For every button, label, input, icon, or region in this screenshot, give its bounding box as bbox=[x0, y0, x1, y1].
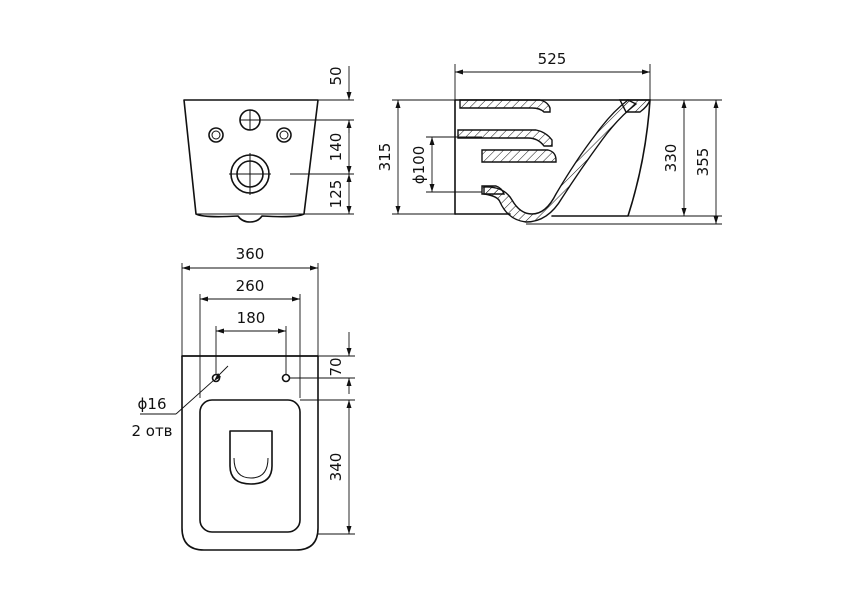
side-view: 525 315 ϕ100 330 355 bbox=[376, 50, 722, 225]
dim-plan-hole-diameter: ϕ16 bbox=[138, 395, 167, 413]
dim-side-outlet-height: 315 bbox=[376, 143, 394, 172]
plan-view: 360 260 180 70 340 ϕ16 2 отв bbox=[131, 245, 355, 551]
plan-body-outline bbox=[181, 355, 319, 551]
dim-plan-holes-inner: 180 bbox=[237, 309, 266, 327]
plan-bowl-opening bbox=[229, 430, 273, 485]
dim-front-outlet-height: 125 bbox=[327, 180, 345, 209]
dim-side-length: 525 bbox=[538, 50, 567, 68]
front-right-hole bbox=[276, 127, 292, 143]
dim-side-height-330: 330 bbox=[662, 144, 680, 173]
dim-side-height-355: 355 bbox=[694, 148, 712, 177]
side-upper-channel bbox=[459, 99, 551, 113]
dim-front-inlet-spacing: 140 bbox=[327, 133, 345, 162]
plan-fixing-hole-right bbox=[281, 373, 291, 383]
dim-plan-holes-outer: 260 bbox=[236, 277, 265, 295]
dim-plan-bowl-depth: 340 bbox=[327, 453, 345, 482]
dim-side-outlet-diameter: ϕ100 bbox=[410, 146, 428, 185]
dim-plan-hole-offset: 70 bbox=[327, 357, 345, 376]
front-view: 50 140 125 bbox=[183, 66, 354, 223]
plan-seat-outline bbox=[199, 399, 301, 533]
side-outlet-pipe bbox=[481, 149, 557, 163]
front-body-outline bbox=[183, 99, 319, 223]
side-middle-channel bbox=[457, 129, 553, 147]
front-left-hole bbox=[208, 127, 224, 143]
dim-plan-hole-count: 2 отв bbox=[131, 422, 172, 440]
dim-front-top-gap: 50 bbox=[327, 66, 345, 85]
plan-fixing-hole-left bbox=[211, 373, 221, 383]
dim-plan-width: 360 bbox=[236, 245, 265, 263]
